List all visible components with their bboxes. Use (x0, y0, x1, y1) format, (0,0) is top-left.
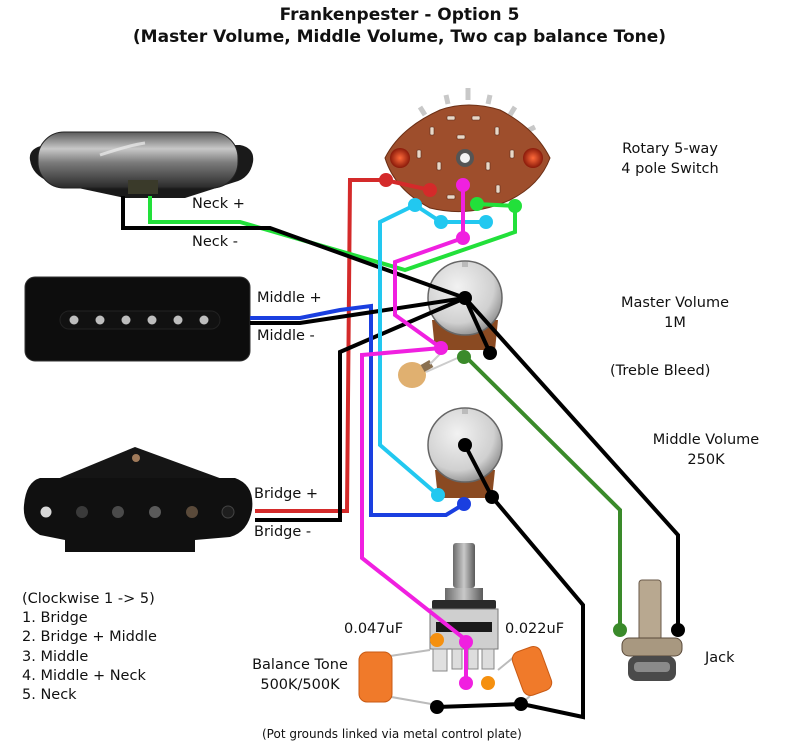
solder-dot (431, 488, 445, 502)
position-item: 3. Middle (22, 649, 89, 665)
capacitor-right (497, 646, 553, 705)
solder-dot (508, 199, 522, 213)
wire-red-bridge-plus (255, 178, 431, 513)
solder-dot (485, 490, 499, 504)
solder-dot (671, 623, 685, 637)
middle-pickup (24, 276, 251, 362)
solder-dot (481, 676, 495, 690)
solder-dot (379, 173, 393, 187)
treble-bleed-label: (Treble Bleed) (610, 363, 711, 379)
balance-tone-label: Balance Tone (252, 657, 348, 673)
solder-dot (430, 700, 444, 714)
bridge-plus-label: Bridge + (254, 486, 319, 502)
wire-black-middle-minus (250, 296, 466, 325)
solder-dot (458, 291, 472, 305)
solder-dot (456, 231, 470, 245)
solder-points (379, 173, 685, 714)
position-item: 1. Bridge (22, 610, 88, 626)
switch-label-1: Rotary 5-way (622, 141, 718, 157)
master-volume-value: 1M (664, 315, 686, 331)
position-item: 4. Middle + Neck (22, 668, 146, 684)
solder-dot (434, 215, 448, 229)
master-volume-label: Master Volume (620, 295, 730, 311)
cap-left-label: 0.047uF (344, 621, 404, 637)
solder-dot (483, 346, 497, 360)
neck-minus-label: Neck - (192, 234, 238, 250)
balance-tone-value: 500K/500K (260, 677, 340, 693)
position-item: 5. Neck (22, 687, 77, 703)
output-jack (621, 579, 683, 681)
middle-volume-label: Middle Volume (652, 432, 760, 448)
solder-dot (514, 697, 528, 711)
rotary-switch (384, 88, 551, 213)
cap-right-label: 0.022uF (505, 621, 565, 637)
middle-minus-label: Middle - (257, 328, 315, 344)
solder-dot (423, 183, 437, 197)
jack-label: Jack (705, 650, 735, 666)
middle-volume-pot (427, 407, 503, 498)
wire-black-jack (463, 296, 680, 630)
diagram-subtitle: (Master Volume, Middle Volume, Two cap b… (132, 27, 667, 47)
solder-dot (434, 341, 448, 355)
solder-dot (457, 350, 471, 364)
wire-blue-middle-plus (250, 303, 466, 517)
wire-black-bridge-minus (255, 296, 466, 522)
wire-cyan (378, 203, 440, 497)
bridge-minus-label: Bridge - (254, 524, 312, 540)
solder-dot (470, 197, 484, 211)
solder-dot (613, 623, 627, 637)
neck-pickup (29, 131, 254, 198)
solder-dot (408, 198, 422, 212)
middle-plus-label: Middle + (257, 290, 322, 306)
neck-plus-label: Neck + (192, 196, 245, 212)
bridge-pickup (23, 447, 253, 552)
wire-magenta-tone (360, 346, 468, 683)
diagram-title: Frankenpester - Option 5 (279, 5, 520, 25)
solder-dot (479, 215, 493, 229)
wires (121, 178, 680, 720)
capacitor-left (358, 649, 438, 706)
solder-dot (456, 178, 470, 192)
solder-dot (459, 635, 473, 649)
footer-note: (Pot grounds linked via metal control pl… (262, 727, 522, 741)
solder-dot (457, 497, 471, 511)
wire-black-midvol (436, 444, 585, 720)
pole-pieces (69, 315, 209, 325)
wire-darkgreen-jack (463, 354, 622, 630)
middle-volume-value: 250K (687, 452, 725, 468)
solder-dot (430, 633, 444, 647)
solder-dot (459, 676, 473, 690)
positions-header: (Clockwise 1 -> 5) (22, 591, 155, 607)
position-item: 2. Bridge + Middle (22, 629, 157, 645)
treble-bleed-cap (398, 351, 463, 388)
switch-label-2: 4 pole Switch (621, 161, 719, 177)
wire-magenta-switch (393, 185, 465, 350)
wire-black-master-lug (463, 297, 492, 354)
wire-black-neck-minus (121, 196, 466, 300)
solder-dot (458, 438, 472, 452)
